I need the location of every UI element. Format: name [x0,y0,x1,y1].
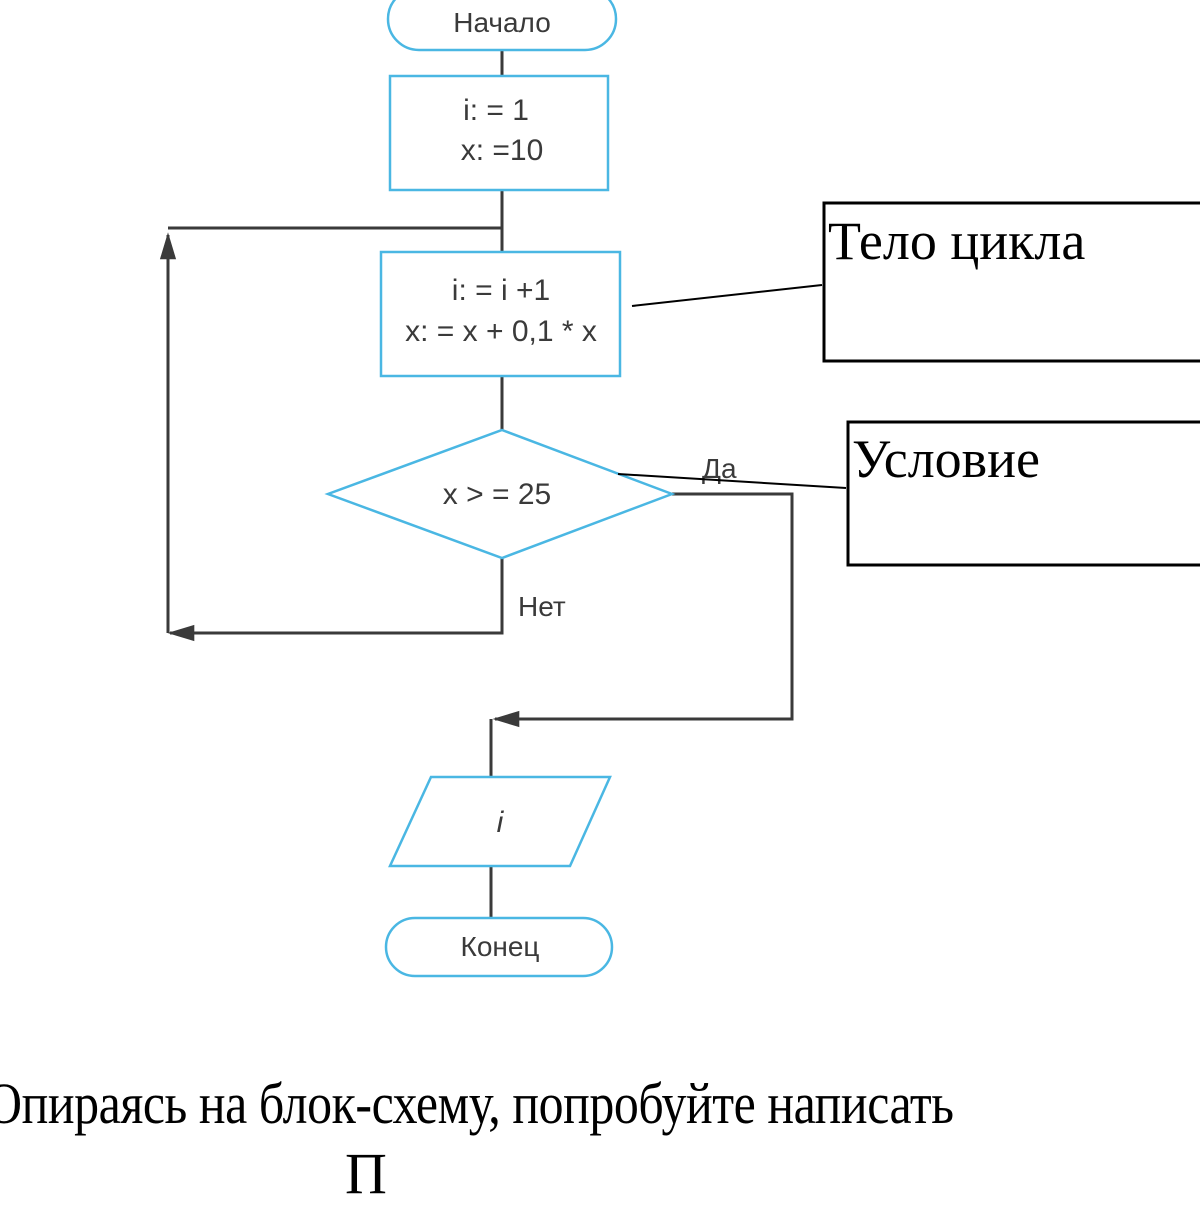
output-label: i [497,806,505,839]
annotation-body-label: Тело цикла [828,211,1085,271]
start-terminator: Начало [386,0,618,52]
init-line-2: x: =10 [461,134,544,167]
connectors [159,50,794,918]
connector-yes-exit [492,492,794,728]
end-terminator: Конец [384,916,614,978]
body-line-2: x: = x + 0,1 * x [405,315,597,348]
init-line-1: i: = 1 [463,94,529,127]
start-label: Начало [453,7,551,38]
annotation-leader-condition [617,473,847,489]
annotation-body-box: Тело цикла [822,201,1200,363]
body-process: i: = i +1 x: = x + 0,1 * x [379,250,622,378]
condition-label: x > = 25 [443,478,551,511]
flowchart-diagram: Начало i: = 1 x: =10 i: = i +1 x: = x + … [159,0,1200,978]
annotation-condition-label: Условие [852,429,1040,489]
annotation-leader-body [631,284,823,307]
caption-line-2: П [345,1141,387,1206]
body-line-1: i: = i +1 [452,274,550,307]
connector-no-loop [167,558,504,642]
condition-decision: x > = 25 [324,428,676,560]
caption-line-1: Опираясь на блок-схему, попробуйте напис… [0,1071,954,1136]
end-label: Конец [461,931,540,962]
no-label: Нет [518,591,566,622]
init-process: i: = 1 x: =10 [388,74,610,192]
output-io: i [388,775,612,868]
annotation-condition-box: Условие [846,420,1200,567]
